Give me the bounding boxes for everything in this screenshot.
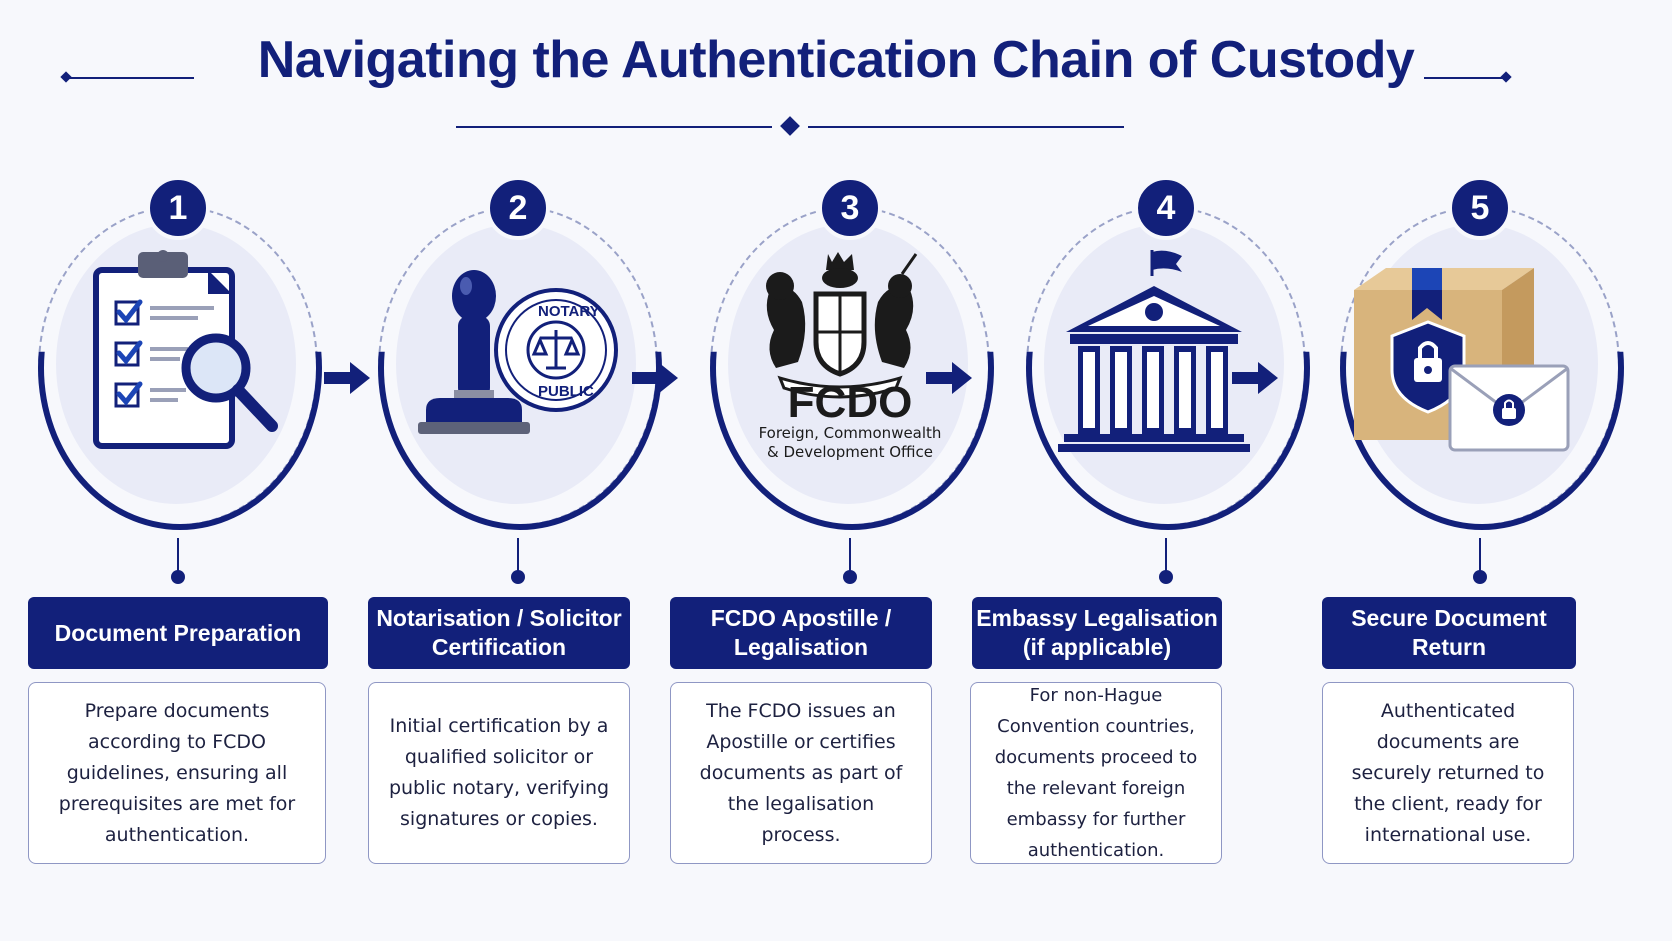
step-description: Initial certification by a qualified sol… (368, 682, 630, 864)
subtitle-rule-right (808, 126, 1124, 128)
subtitle-rule-left (456, 126, 772, 128)
fcdo-logo-text: FCDO (787, 378, 913, 427)
arrow-right-icon (324, 362, 370, 394)
seal-text-top: NOTARY (538, 303, 600, 320)
arrow-right-icon (926, 362, 972, 394)
step-number-badge: 1 (146, 176, 210, 240)
step-description: For non-Hague Convention countries, docu… (970, 682, 1222, 864)
fcdo-logo-subtitle-2: & Development Office (767, 443, 933, 461)
embassy-building-flag-icon (1058, 250, 1250, 452)
step-4: 4 Embassy Legalisation (if applicable) F… (970, 0, 1316, 941)
arrow-right-icon (632, 362, 678, 394)
step-description: The FCDO issues an Apostille or certifie… (670, 682, 932, 864)
step-number-badge: 4 (1134, 176, 1198, 240)
step-number-badge: 3 (818, 176, 882, 240)
step-description: Prepare documents according to FCDO guid… (28, 682, 326, 864)
step-3: FCDO Foreign, Commonwealth & Development… (670, 0, 1000, 941)
arrow-right-icon (1232, 362, 1278, 394)
step-title: Embassy Legalisation (if applicable) (972, 597, 1222, 669)
step-title: Secure Document Return (1322, 597, 1576, 669)
step-1: 1 Document Preparation Prepare documents… (28, 0, 328, 941)
page-title: Navigating the Authentication Chain of C… (257, 31, 1415, 89)
step-number-badge: 2 (486, 176, 550, 240)
step-description: Authenticated documents are securely ret… (1322, 682, 1574, 864)
step-title: FCDO Apostille / Legalisation (670, 597, 932, 669)
step-title: Document Preparation (28, 597, 328, 669)
secure-package-envelope-lock-icon (1354, 268, 1570, 452)
title-rule-left (66, 77, 194, 79)
royal-coat-of-arms-icon (766, 252, 918, 399)
clipboard-checklist-magnifier-icon (93, 250, 278, 449)
step-5: 5 Secure Document Return Authenticated d… (1322, 0, 1630, 941)
fcdo-logo-subtitle-1: Foreign, Commonwealth (758, 424, 942, 442)
step-title: Notarisation / Solicitor Certification (368, 597, 630, 669)
title-rule-right (1424, 77, 1508, 79)
notary-stamp-seal-icon: NOTARY PUBLIC (418, 270, 618, 434)
step-number-badge: 5 (1448, 176, 1512, 240)
seal-text-bottom: PUBLIC (538, 383, 594, 400)
step-2: NOTARY PUBLIC 2 Notarisation / Solicitor… (368, 0, 668, 941)
